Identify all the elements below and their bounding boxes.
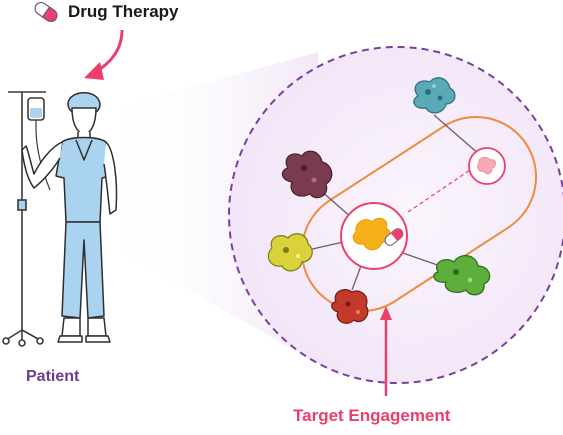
pink-target-protein-icon	[477, 156, 496, 175]
yellow-protein-icon	[267, 233, 313, 272]
pill-capsule-icon	[34, 1, 58, 23]
orange-drug-target-complex-icon	[352, 217, 404, 251]
patient-figure-icon	[21, 92, 118, 343]
iv-stand-icon	[2, 91, 51, 347]
target-arrow-head-icon	[380, 306, 392, 320]
target-link-dashed	[407, 169, 471, 213]
target-engagement-label: Target Engagement	[293, 406, 451, 425]
drug-arrow-head-icon	[84, 62, 104, 80]
drug-therapy-label: Drug Therapy	[68, 2, 179, 21]
teal-protein-icon	[413, 77, 456, 114]
maroon-protein-icon	[281, 150, 333, 199]
patient-label: Patient	[26, 368, 80, 385]
red-protein-icon	[331, 289, 369, 324]
green-protein-icon	[433, 255, 491, 296]
